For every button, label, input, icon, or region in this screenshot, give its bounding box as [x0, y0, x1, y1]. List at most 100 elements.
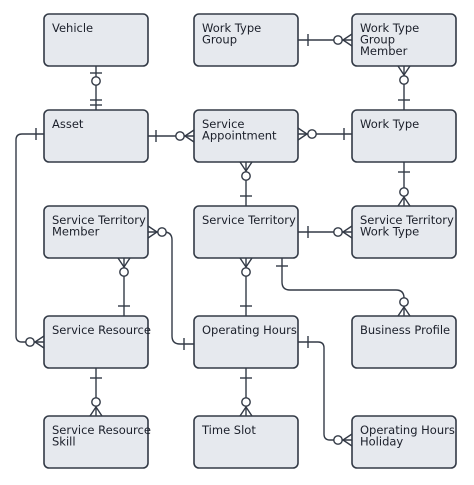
- entity-label: Service Territory: [360, 213, 454, 227]
- entity-label: Service Resource: [52, 423, 151, 437]
- crow-foot-mark: [341, 33, 353, 47]
- entity-box: [351, 415, 457, 469]
- crow-foot-mark: [341, 225, 353, 239]
- crow-foot-mark: [239, 405, 253, 417]
- zero-or-many-marker: [333, 225, 353, 239]
- entity-asset: Asset: [43, 109, 149, 163]
- crow-foot-mark: [397, 65, 411, 77]
- entity-label: Work Type: [202, 21, 261, 35]
- rel-line-asset-resource: [15, 133, 44, 343]
- entity-box: [351, 109, 457, 163]
- entity-label: Service: [202, 117, 245, 131]
- circle-mark: [399, 187, 409, 197]
- entity-service-territory: Service Territory: [193, 205, 299, 259]
- crow-foot-mark: [397, 305, 411, 317]
- zero-or-many-marker: [397, 65, 411, 85]
- circle-mark: [241, 267, 251, 277]
- crow-foot-mark: [239, 257, 253, 269]
- zero-or-many-marker: [333, 33, 353, 47]
- entity-box: [43, 415, 149, 469]
- entity-box: [351, 205, 457, 259]
- entity-box: [193, 205, 299, 259]
- entity-box: [351, 315, 457, 369]
- zero-or-many-marker: [239, 397, 253, 417]
- entity-label: Operating Hours: [360, 423, 455, 437]
- entity-label: Skill: [52, 435, 76, 449]
- crow-foot-mark: [397, 195, 411, 207]
- zero-or-many-marker: [25, 335, 45, 349]
- entity-label: Asset: [52, 117, 84, 131]
- zero-or-many-marker: [333, 433, 353, 447]
- zero-or-many-marker: [117, 257, 131, 277]
- entity-label: Group: [202, 33, 237, 47]
- entity-box: [193, 415, 299, 469]
- circle-mark: [91, 76, 101, 86]
- circle-mark: [25, 337, 35, 347]
- entity-service-resource: Service Resource: [43, 315, 151, 369]
- rel-line-territorymember-operatinghours: [148, 231, 194, 345]
- crow-foot-mark: [341, 433, 353, 447]
- zero-or-many-marker: [239, 161, 253, 181]
- circle-mark: [399, 297, 409, 307]
- entity-box: [193, 315, 299, 369]
- rel-line-territory-businessprofile: [281, 258, 405, 316]
- entity-label: Member: [52, 225, 100, 239]
- zero-or-many-marker: [175, 129, 195, 143]
- zero-or-many-marker: [397, 187, 411, 207]
- crow-foot-mark: [33, 335, 45, 349]
- zero-or-one-marker: [90, 72, 102, 86]
- entity-time-slot: Time Slot: [193, 415, 299, 469]
- circle-mark: [333, 435, 343, 445]
- entity-label: Member: [360, 44, 408, 58]
- circle-mark: [157, 227, 167, 237]
- crow-foot-mark: [239, 161, 253, 173]
- entity-vehicle: Vehicle: [43, 13, 149, 67]
- entity-label: Vehicle: [52, 21, 93, 35]
- entity-box: [193, 109, 299, 163]
- entity-business-profile: Business Profile: [351, 315, 457, 369]
- entity-box: [43, 315, 149, 369]
- entity-label: Work Type: [360, 225, 419, 239]
- circle-mark: [119, 267, 129, 277]
- circle-mark: [241, 171, 251, 181]
- entity-box: [43, 205, 149, 259]
- entity-label: Time Slot: [201, 423, 256, 437]
- entity-label: Business Profile: [360, 323, 450, 337]
- circle-mark: [175, 131, 185, 141]
- zero-or-many-marker: [239, 257, 253, 277]
- entity-label: Group: [360, 33, 395, 47]
- circle-mark: [333, 227, 343, 237]
- entity-box: [43, 109, 149, 163]
- crow-foot-mark: [89, 405, 103, 417]
- entity-label: Operating Hours: [202, 323, 297, 337]
- crow-foot-mark: [147, 225, 159, 239]
- zero-or-many-marker: [89, 397, 103, 417]
- entity-label: Appointment: [202, 129, 277, 143]
- circle-mark: [333, 35, 343, 45]
- entity-label: Holiday: [360, 435, 403, 449]
- circle-mark: [241, 397, 251, 407]
- relationship-markers: [25, 33, 411, 447]
- entity-label: Service Resource: [52, 323, 151, 337]
- circle-mark: [399, 75, 409, 85]
- entity-work-type: Work Type: [351, 109, 457, 163]
- entity-label: Service Territory: [52, 213, 146, 227]
- entity-label: Service Territory: [202, 213, 296, 227]
- zero-or-many-marker: [297, 127, 317, 141]
- crow-foot-mark: [297, 127, 309, 141]
- crow-foot-mark: [183, 129, 195, 143]
- zero-or-many-marker: [397, 297, 411, 317]
- entity-box: [193, 13, 299, 67]
- entity-operating-hours: Operating Hours: [193, 315, 299, 369]
- zero-or-many-marker: [147, 225, 167, 239]
- entity-label: Work Type: [360, 21, 419, 35]
- one-and-only-one-marker: [90, 99, 102, 106]
